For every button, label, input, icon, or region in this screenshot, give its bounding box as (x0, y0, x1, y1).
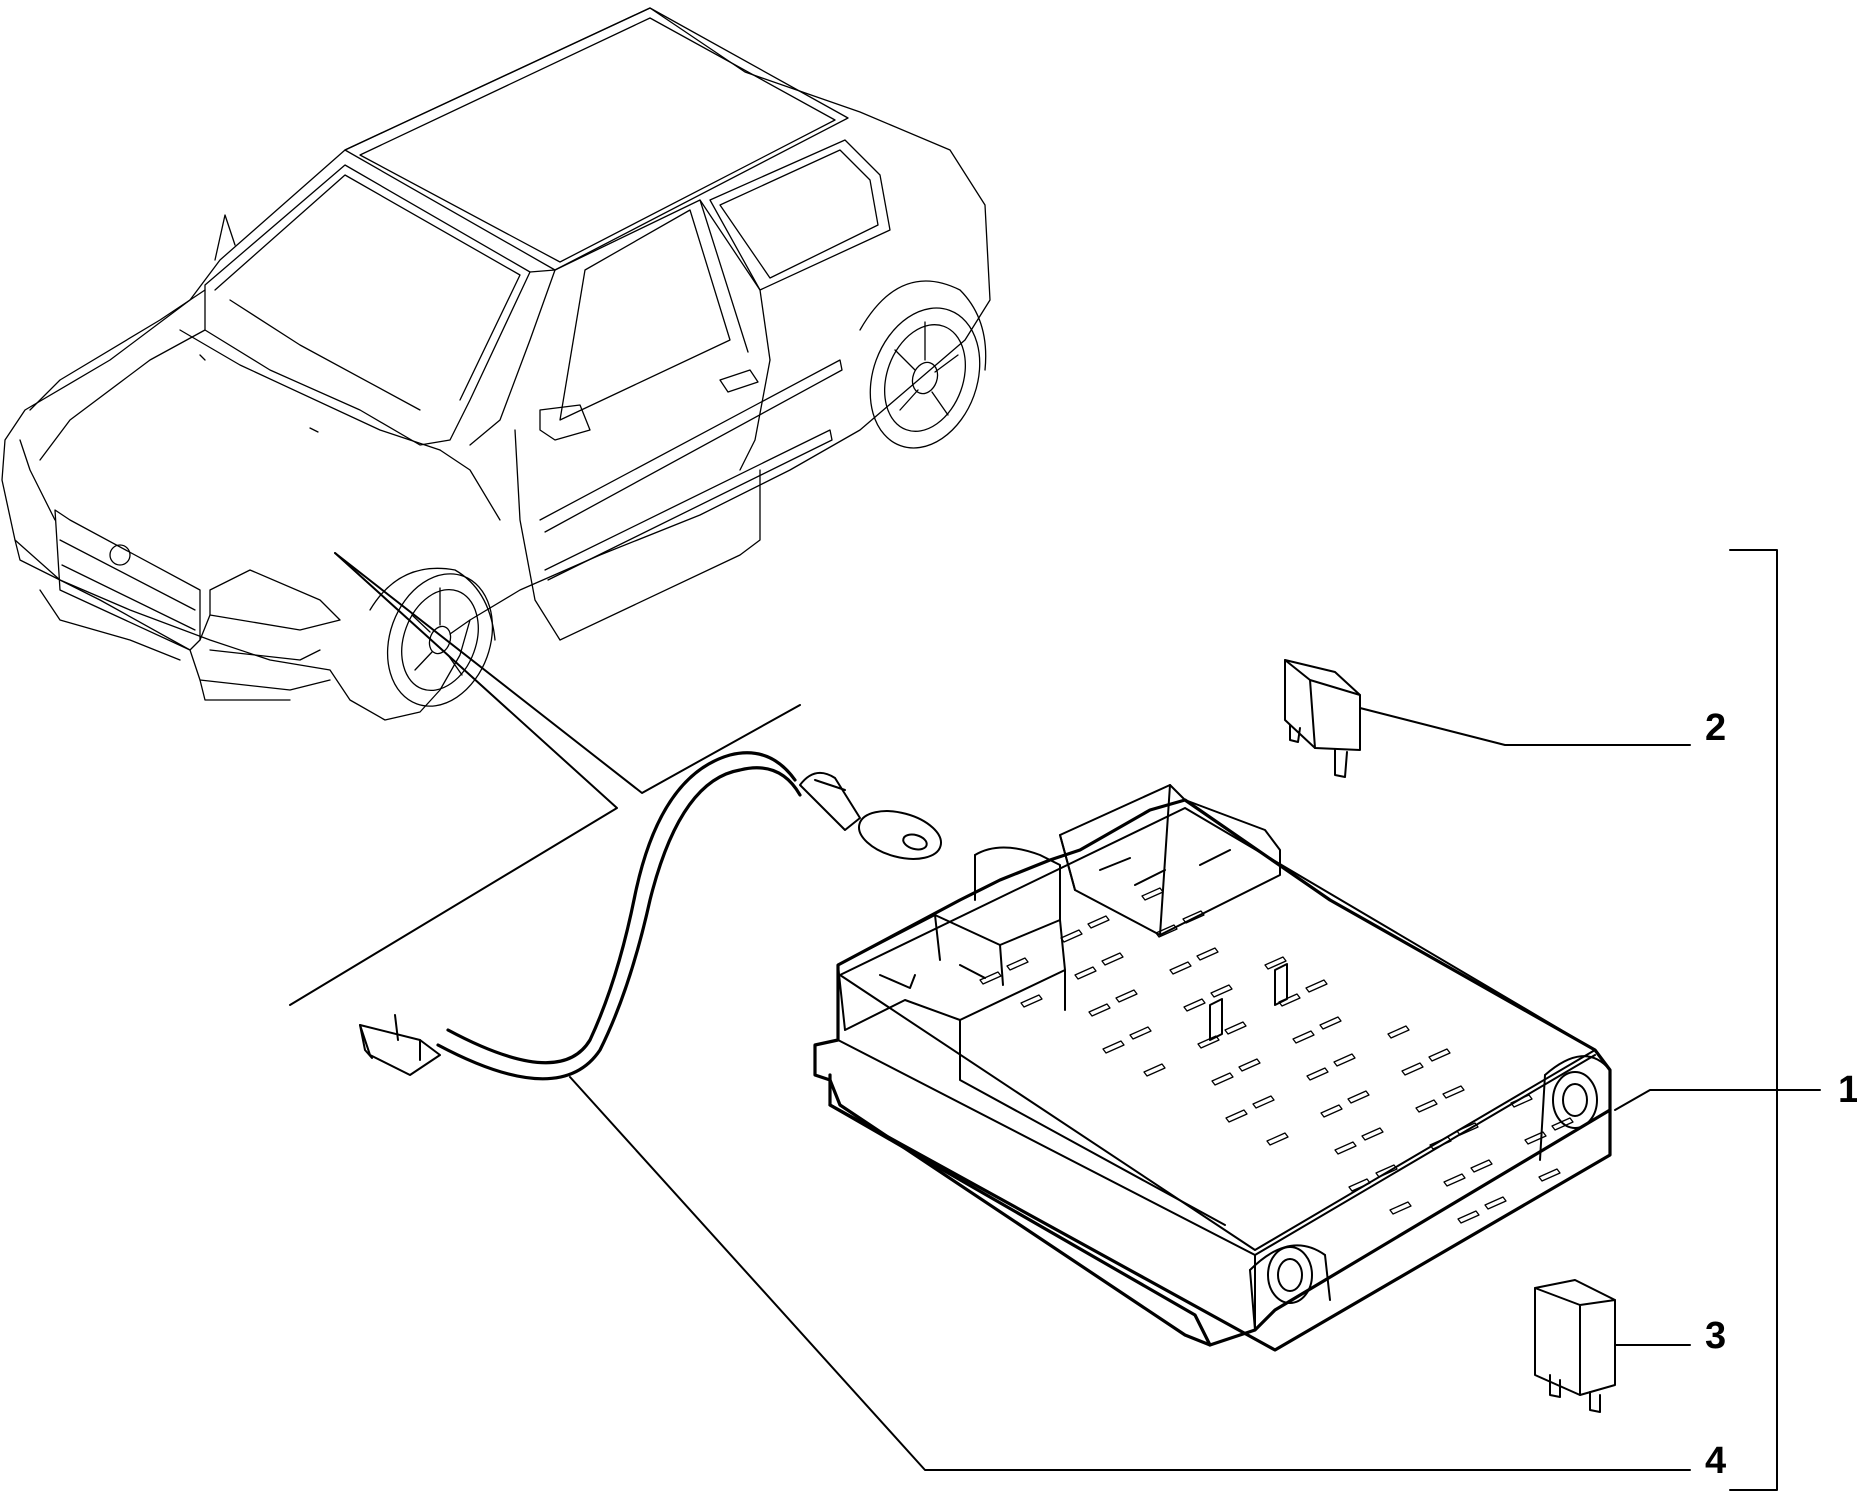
fuse-slot (1074, 966, 1097, 980)
fuse-slot (1278, 993, 1301, 1007)
fuse-slot (1211, 1072, 1234, 1086)
fuse-slot (1442, 1085, 1465, 1099)
fuse-slot (1087, 915, 1110, 929)
fuse-slot (1155, 924, 1178, 938)
callout-labels: 1 2 3 4 (1705, 707, 1857, 1482)
fuse-slot (1129, 1026, 1152, 1040)
fuse-slot (1319, 1016, 1342, 1030)
fuse-slot (1538, 1168, 1561, 1182)
fuse-slot (1375, 1164, 1398, 1178)
leader-lines (289, 549, 1821, 1491)
fuse-slot (1292, 1030, 1315, 1044)
callout-number-1: 1 (1838, 1069, 1857, 1111)
fuse-slot (1428, 1048, 1451, 1062)
fuse-slot (1224, 1021, 1247, 1035)
fuse-slot (1060, 929, 1083, 943)
fuse-slot (1264, 956, 1287, 970)
fuse-blade (1209, 998, 1223, 1041)
fuse-slot (1115, 989, 1138, 1003)
fuse-slot (1510, 1094, 1533, 1108)
callout-number-4: 4 (1705, 1440, 1726, 1482)
fuse-blade (1274, 963, 1288, 1006)
fuse-slot (1333, 1053, 1356, 1067)
fuse-slot (1020, 994, 1043, 1008)
callout-number-2: 2 (1705, 707, 1726, 749)
fuse-slot (1182, 910, 1205, 924)
fuse-slot (1141, 887, 1164, 901)
fuse-slot (1225, 1109, 1248, 1123)
fuse-slot (1551, 1117, 1574, 1131)
fuse-slot (1183, 998, 1206, 1012)
relay (1534, 1279, 1616, 1413)
mini-fuse (1284, 659, 1361, 778)
fuse-slot (1401, 1062, 1424, 1076)
fuse-slot (1457, 1210, 1480, 1224)
fuse-slot (1429, 1136, 1452, 1150)
fuse-slot (979, 971, 1002, 985)
battery-cable (359, 751, 942, 1081)
fuse-box (813, 784, 1612, 1352)
callout-number-3: 3 (1705, 1315, 1726, 1357)
fuse-slot (1266, 1132, 1289, 1146)
fuse-slot (1348, 1178, 1371, 1192)
fuse-slot (1415, 1099, 1438, 1113)
fuse-slot (1101, 952, 1124, 966)
fuse-slot (1306, 1067, 1329, 1081)
fuse-slot (1006, 957, 1029, 971)
fuse-slot (1210, 984, 1233, 998)
fuse-slot (1102, 1040, 1125, 1054)
fuse-slot (1320, 1104, 1343, 1118)
fuse-slots (979, 887, 1574, 1224)
fuse-slot (1387, 1025, 1410, 1039)
fuse-slot (1305, 979, 1328, 993)
car-illustration (1, 7, 991, 721)
fuse-slot (1456, 1122, 1479, 1136)
fuse-slot (1389, 1201, 1412, 1215)
fuse-slot (1361, 1127, 1384, 1141)
fuse-slot (1238, 1058, 1261, 1072)
fuse-slot (1169, 961, 1192, 975)
fuse-slot (1143, 1063, 1166, 1077)
fuse-slot (1443, 1173, 1466, 1187)
fuse-slot (1524, 1131, 1547, 1145)
fuse-slot (1088, 1003, 1111, 1017)
fuse-slot (1252, 1095, 1275, 1109)
fuse-slot (1484, 1196, 1507, 1210)
fuse-slot (1470, 1159, 1493, 1173)
fuse-slot (1347, 1090, 1370, 1104)
fuse-slot (1334, 1141, 1357, 1155)
fuse-slot (1196, 947, 1219, 961)
